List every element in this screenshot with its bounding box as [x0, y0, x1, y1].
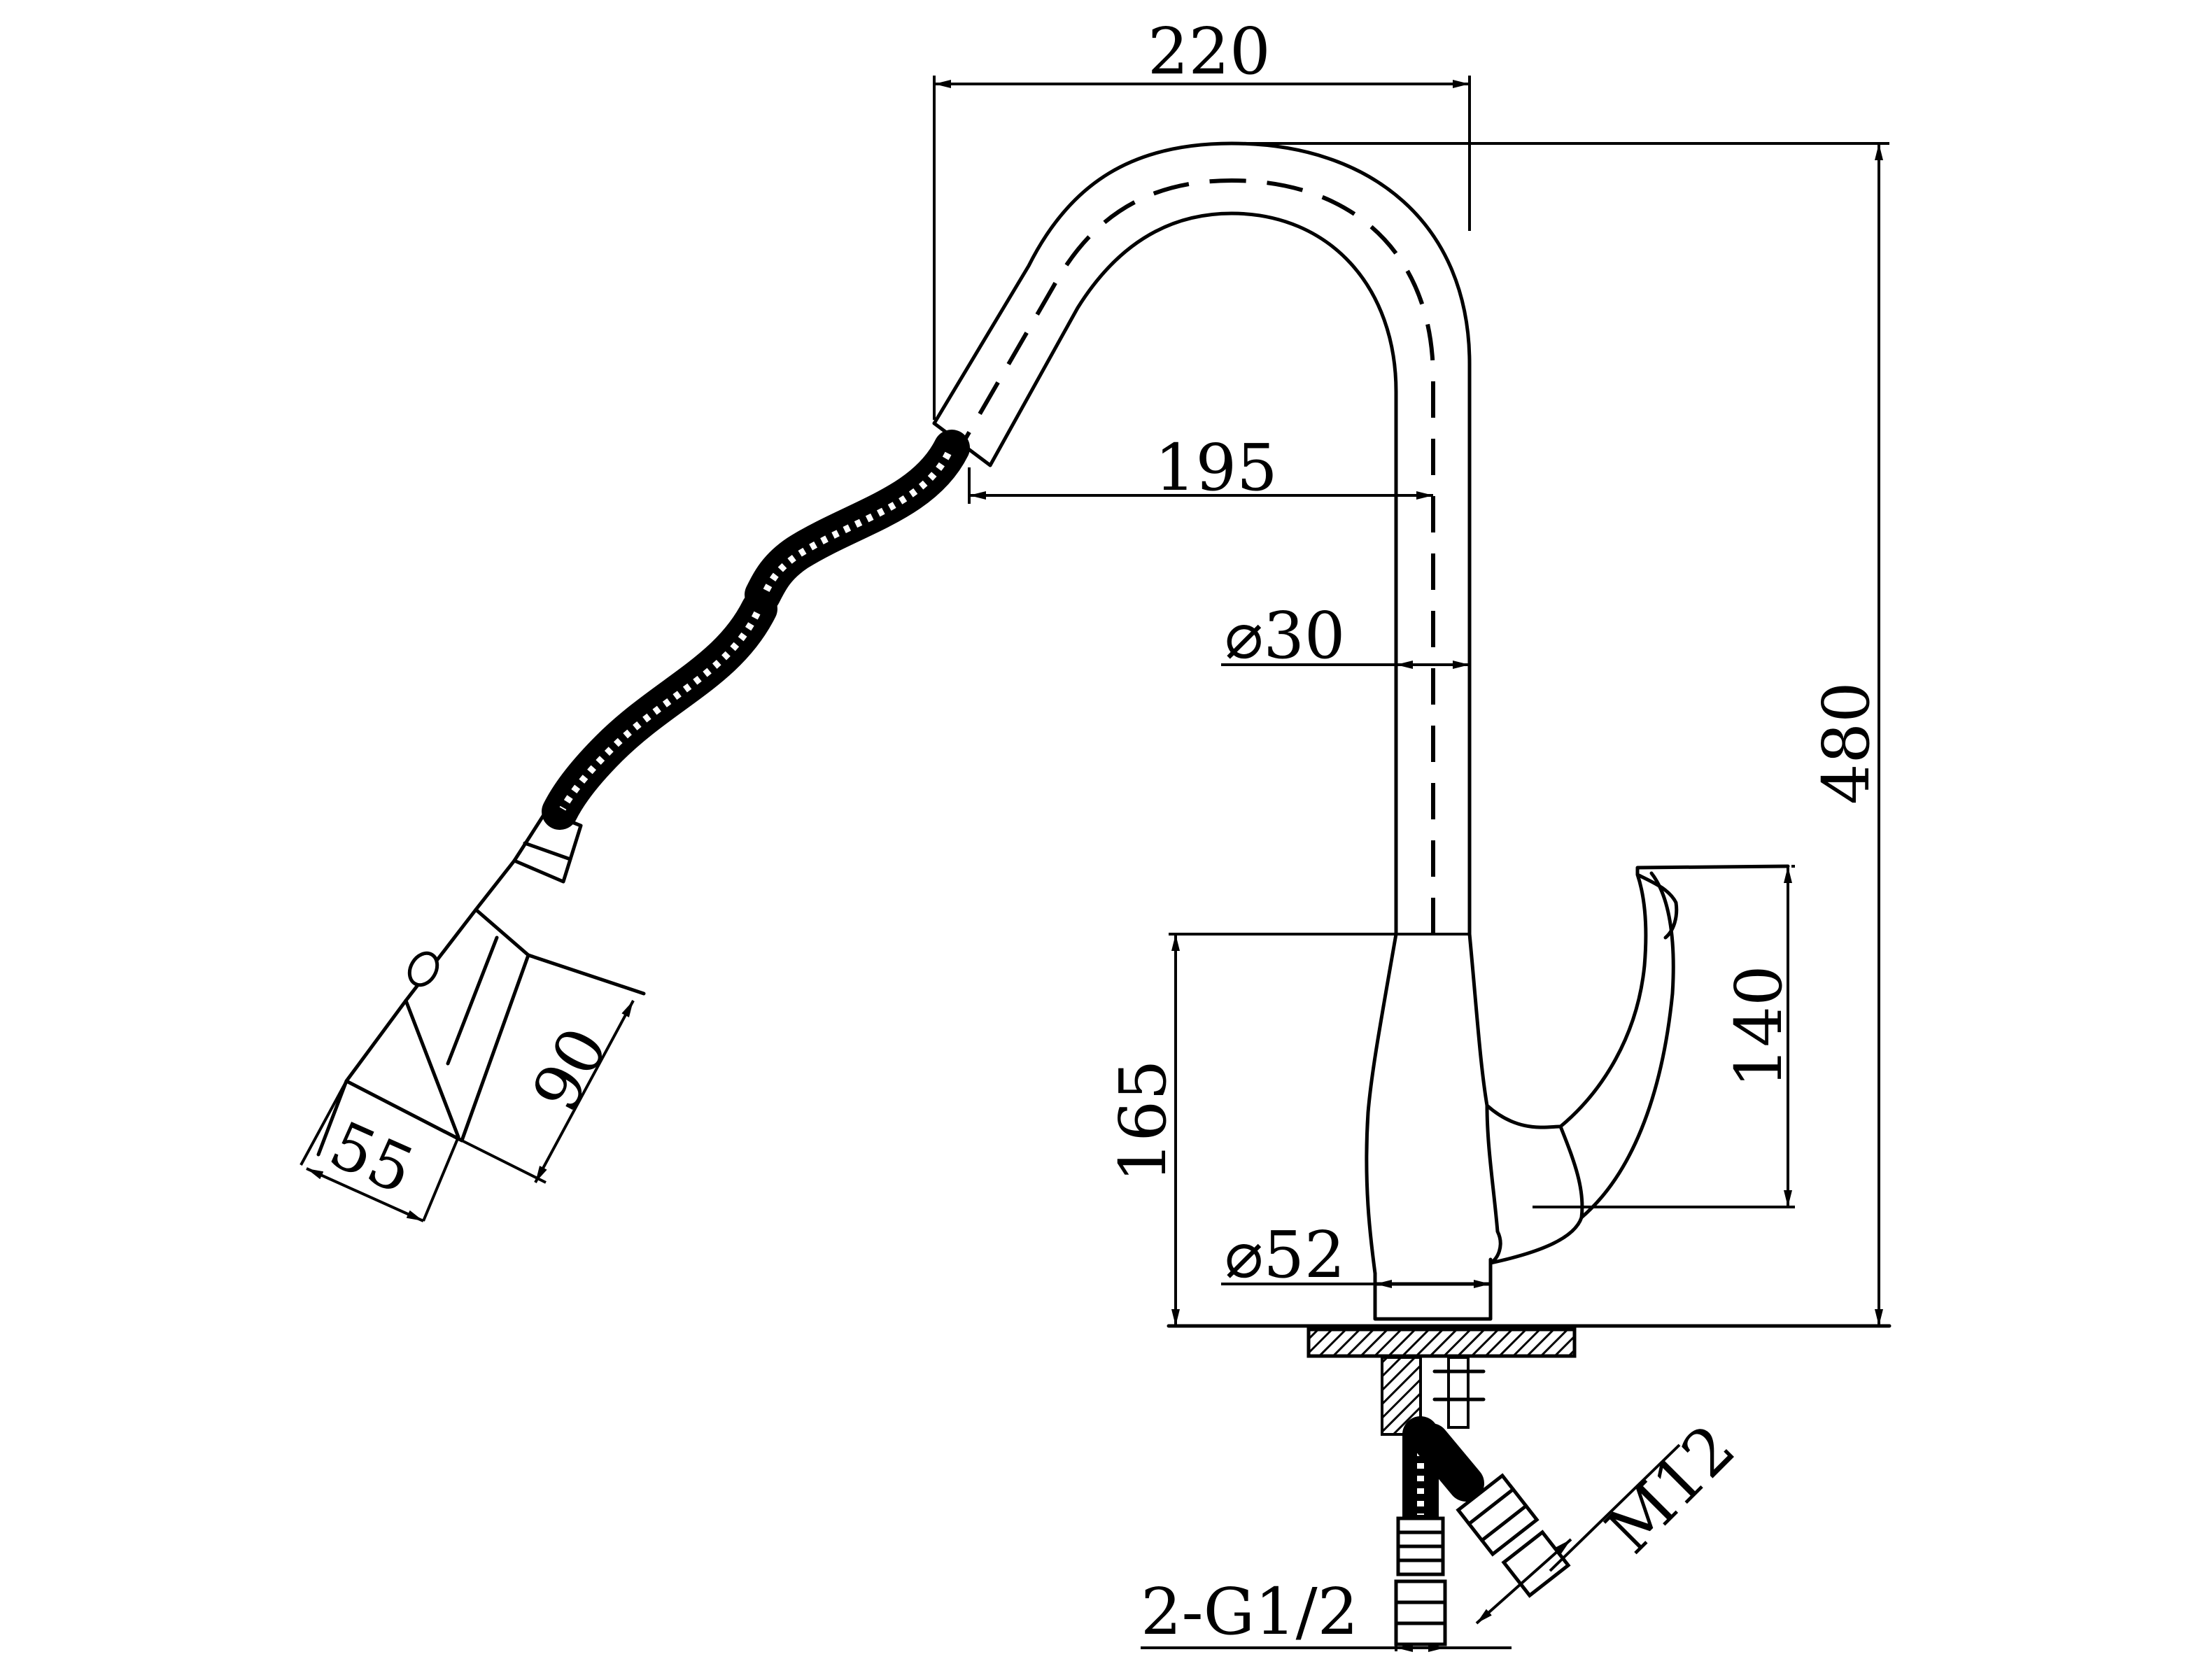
dim-height-total: 480 — [1809, 682, 1884, 805]
pull-out-hose — [542, 430, 970, 830]
dim-head-width: 55 — [319, 1107, 424, 1208]
dim-body-height: 165 — [1106, 1059, 1181, 1183]
dim-supply-thread: M12 — [1592, 1410, 1749, 1567]
dim-inlet-thread: 2-G1/2 — [1141, 1574, 1358, 1649]
dim-handle-height: 140 — [1721, 965, 1796, 1088]
dim-reach: 195 — [1155, 430, 1278, 505]
dim-tube-diameter: ⌀30 — [1225, 598, 1345, 673]
dim-head-length: 90 — [518, 1016, 622, 1124]
spray-head — [316, 810, 646, 1157]
faucet-body — [932, 141, 1891, 1646]
dim-base-diameter: ⌀52 — [1225, 1217, 1345, 1292]
dimension-lines — [300, 76, 1889, 1652]
dim-width-top: 220 — [1148, 14, 1271, 89]
